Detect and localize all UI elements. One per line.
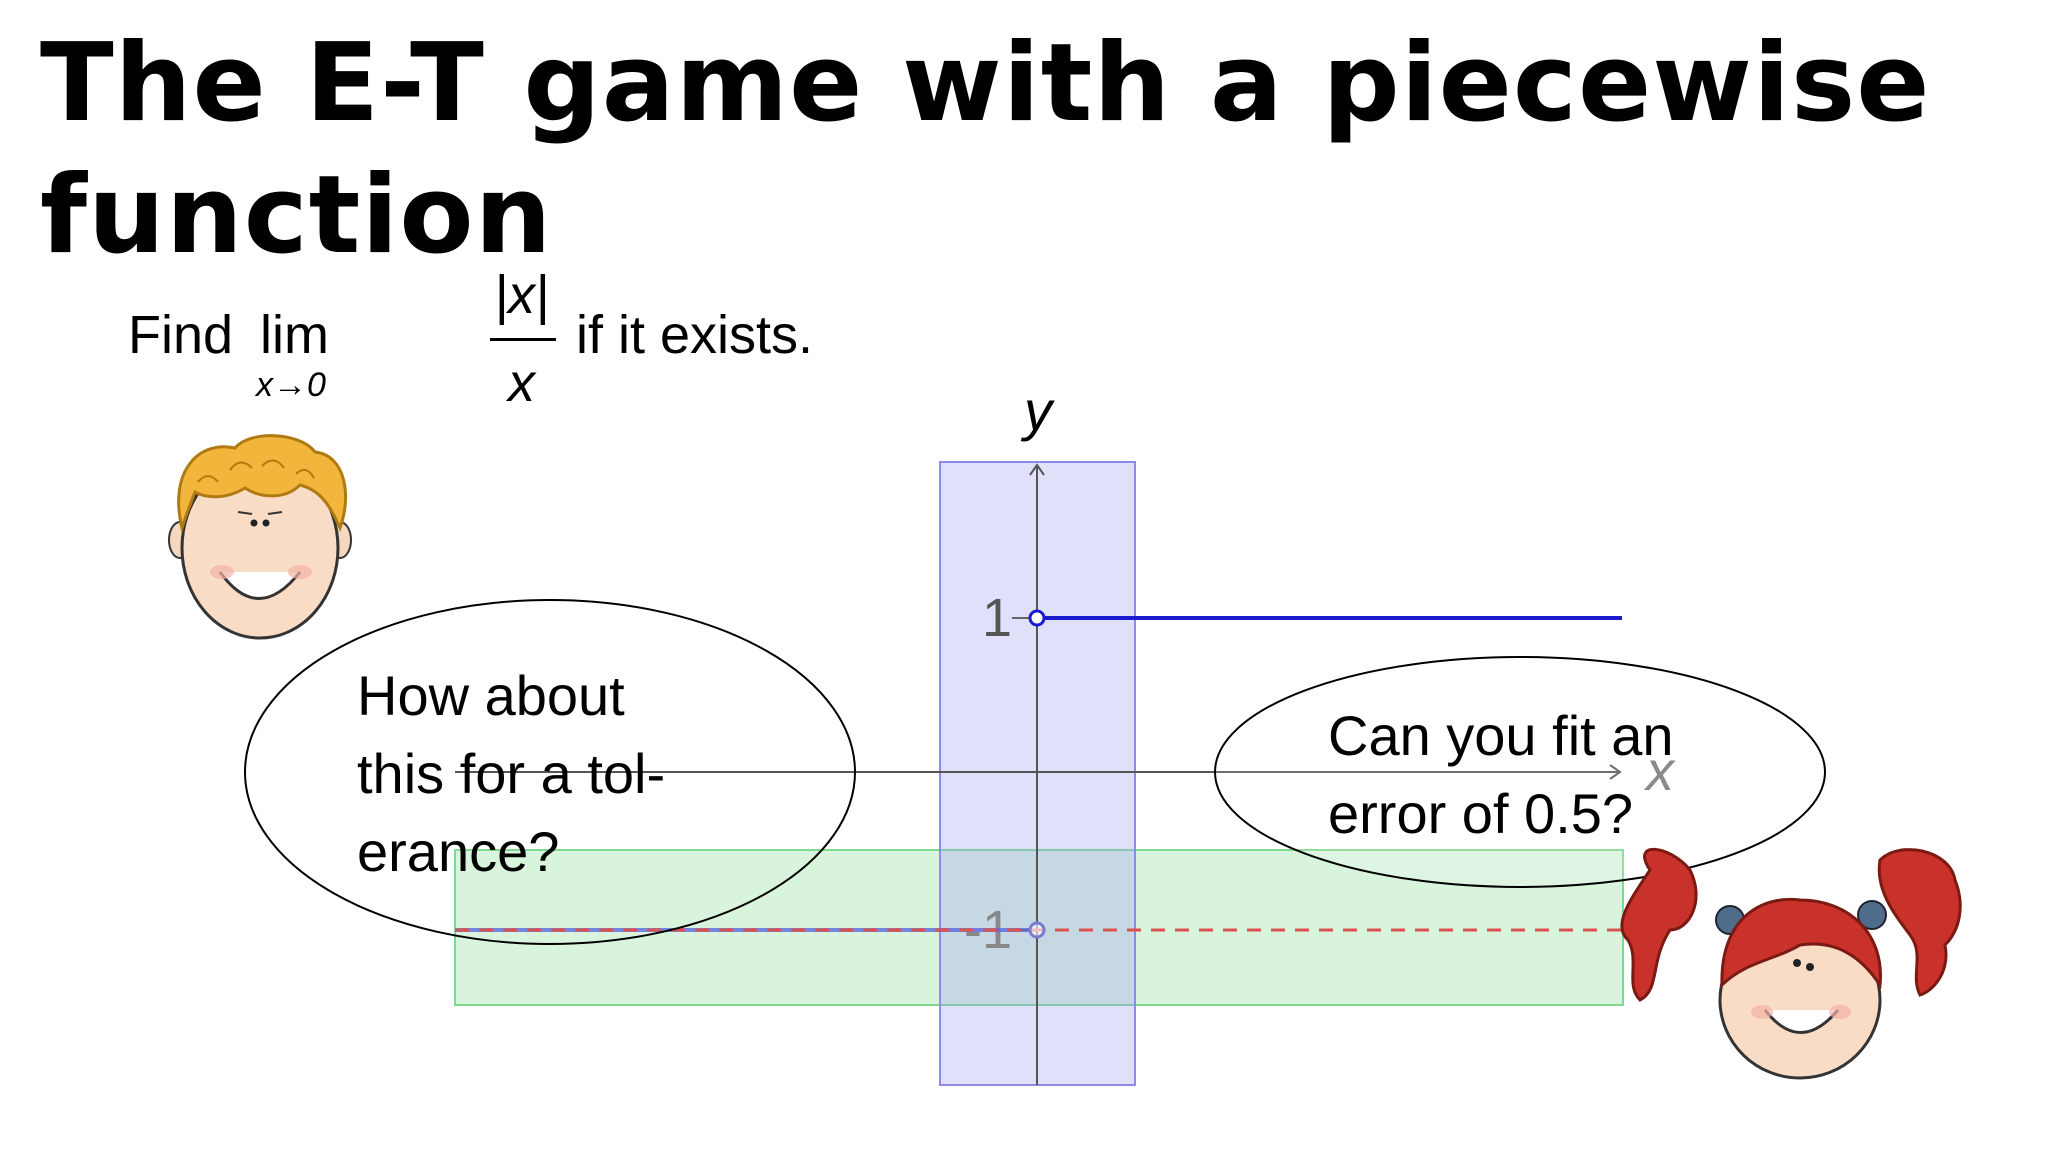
bubble-right-line-1: Can you fit an [1328, 704, 1674, 767]
bubble-left-line-3: erance? [357, 820, 559, 883]
fraction-denominator: x [508, 353, 535, 413]
x-axis-label: x [1643, 739, 1676, 802]
slide-title: The E-T game with a piecewise function [40, 21, 1931, 278]
problem-prefix: Find [128, 305, 234, 365]
bubble-left-line-2: this for a tol- [357, 742, 665, 805]
open-point-lower [1028, 921, 1046, 939]
boy-character [168, 434, 352, 640]
x-axis-arrow [1609, 764, 1622, 780]
open-point-upper [1028, 609, 1046, 627]
tick-label-1: 1 [982, 588, 1012, 648]
y-axis-label: y [1020, 379, 1055, 442]
y-axis-arrow [1029, 463, 1045, 476]
problem-suffix: if it exists. [576, 305, 814, 365]
limit-problem: Find lim x→0 |x| x if it exists. [128, 265, 848, 413]
fraction-numerator: |x| [494, 265, 550, 325]
fraction-bar [490, 338, 556, 341]
limit-operator: lim [260, 305, 329, 365]
girl-character [1620, 847, 1962, 1080]
bubble-left-line-1: How about [357, 664, 625, 727]
bubble-right-line-2: error of 0.5? [1328, 782, 1633, 845]
limit-subscript: x→0 [256, 366, 326, 404]
speech-bubble-left: How about this for a tol- erance? [244, 599, 856, 945]
speech-bubble-right: Can you fit an error of 0.5? [1214, 656, 1826, 888]
